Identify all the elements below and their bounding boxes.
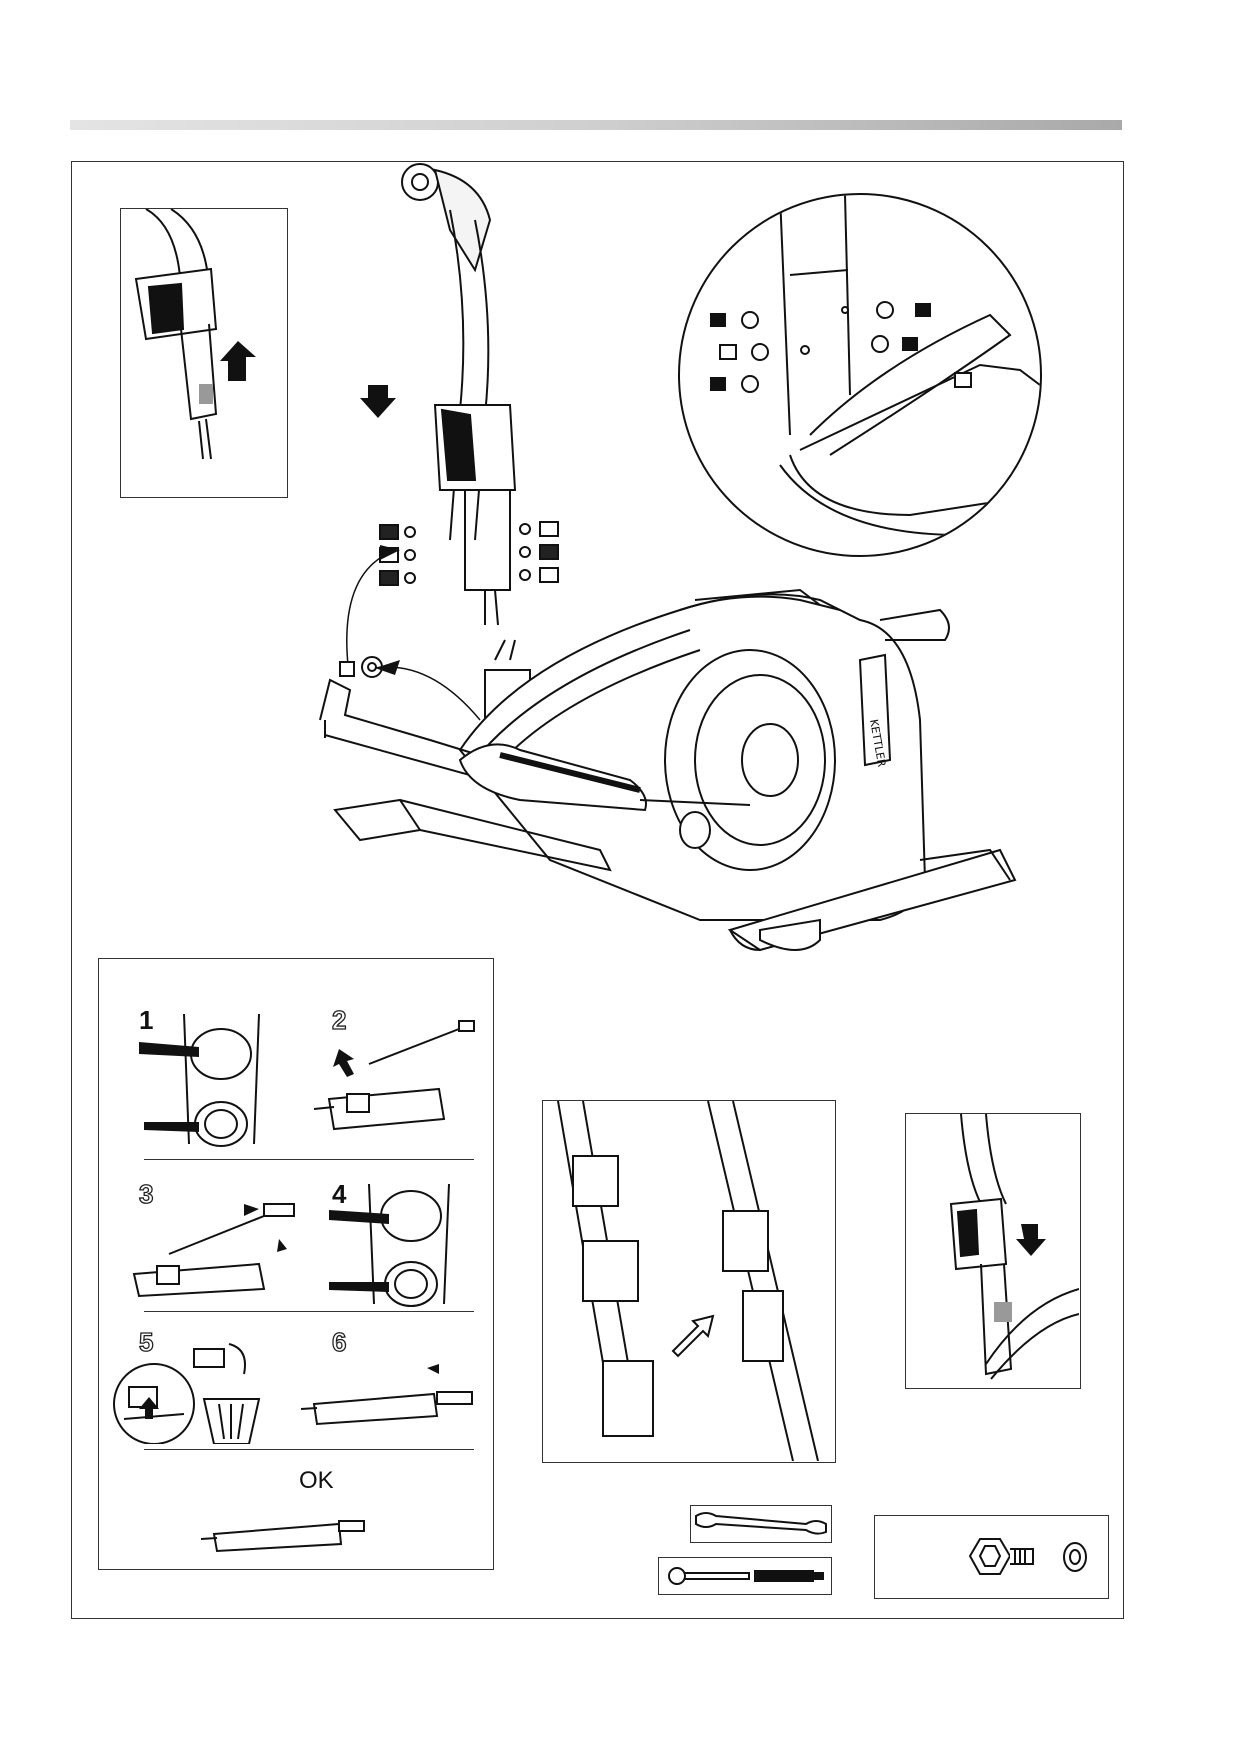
arrow-down-icon — [333, 1049, 354, 1077]
step-3-drawing — [119, 1184, 309, 1304]
divider — [144, 1449, 474, 1450]
header-bar — [70, 120, 1122, 130]
step-6-drawing — [299, 1344, 479, 1434]
torque-wrench-icon — [659, 1558, 830, 1593]
step-5-drawing — [109, 1319, 279, 1444]
cover-slide-down-drawing — [906, 1114, 1079, 1387]
torque-wrench-tool — [658, 1557, 832, 1595]
connector-detail-box — [542, 1100, 836, 1463]
open-end-wrench-tool — [690, 1505, 832, 1543]
arrow-up-icon — [216, 339, 256, 384]
step-4-drawing — [329, 1184, 479, 1309]
hex-bolt-icon — [965, 1534, 1035, 1579]
arrow-down-icon — [1016, 1224, 1046, 1256]
inset-cover-up — [120, 208, 288, 498]
connector-plug-drawing — [543, 1101, 834, 1461]
washer-icon — [1060, 1540, 1090, 1574]
bolt-detail-circle — [678, 193, 1042, 557]
divider — [144, 1311, 474, 1312]
hardware-box — [874, 1515, 1109, 1599]
ok-label: OK — [299, 1467, 334, 1495]
inset-cover-down — [905, 1113, 1081, 1389]
bolt-detail-drawing — [680, 195, 1040, 555]
divider — [144, 1159, 474, 1160]
open-end-wrench-icon — [691, 1506, 830, 1541]
step-1-drawing — [139, 1014, 279, 1149]
arrow-icon — [673, 1316, 713, 1356]
cover-slide-up-drawing — [121, 209, 286, 496]
step-2-drawing — [309, 1019, 479, 1139]
cable-steps-panel: 1 2 3 4 — [98, 958, 494, 1570]
ok-connector-drawing — [199, 1499, 379, 1559]
